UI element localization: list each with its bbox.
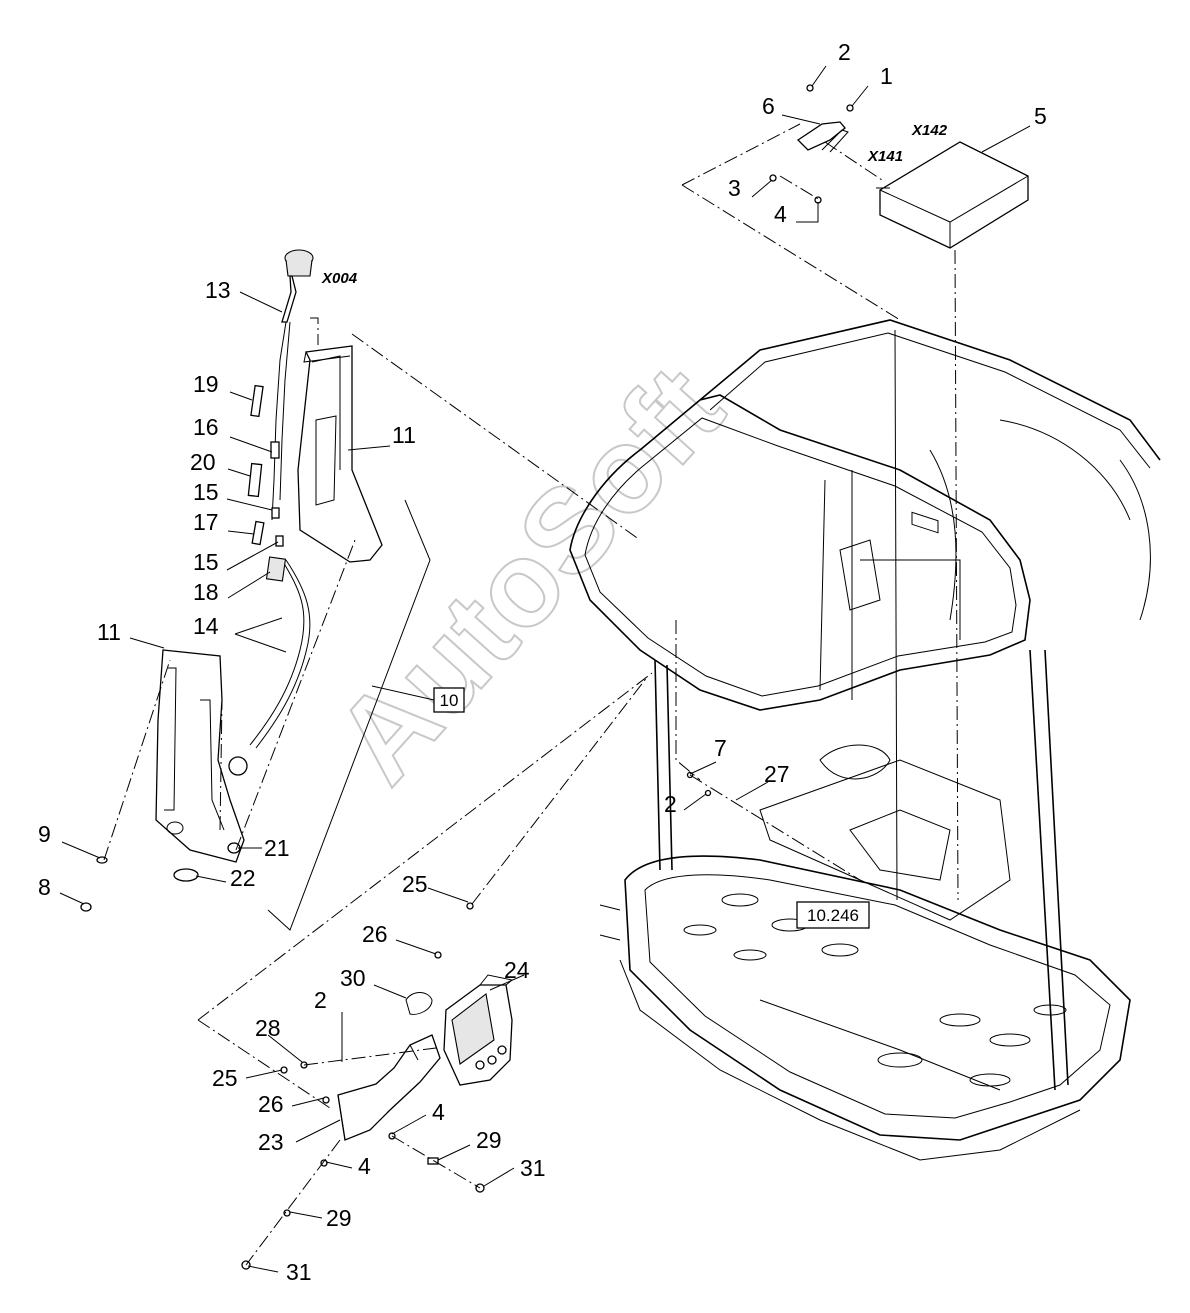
callout-19: 19	[193, 371, 219, 397]
control-unit-module	[879, 141, 1029, 534]
mounting-bracket-6	[796, 121, 849, 153]
callout-3: 3	[728, 175, 741, 201]
callout-4: 4	[432, 1099, 445, 1125]
callout-22: 22	[230, 865, 256, 891]
pillar-trim-11-lower	[155, 649, 245, 863]
grommet-22	[173, 868, 199, 882]
callout-2: 2	[664, 791, 677, 817]
callout-21: 21	[264, 835, 290, 861]
callout-26: 26	[362, 921, 388, 947]
decal-17	[251, 520, 265, 546]
washer-25-upper	[466, 902, 474, 910]
callout-11: 11	[392, 422, 416, 448]
screw-29-mid	[427, 1157, 439, 1165]
callout-29: 29	[476, 1127, 502, 1153]
grommet-18	[265, 556, 287, 582]
callout-20: 20	[190, 449, 216, 475]
callout-15: 15	[193, 549, 219, 575]
callout-25: 25	[402, 871, 428, 897]
callout-2: 2	[314, 987, 327, 1013]
screw-2-mid	[704, 789, 712, 797]
callout-9: 9	[38, 821, 51, 847]
callout-31: 31	[286, 1259, 312, 1285]
decal-20	[247, 462, 263, 498]
callout-26: 26	[258, 1091, 284, 1117]
callout-28: 28	[255, 1015, 281, 1041]
screw-29-low	[283, 1209, 291, 1217]
callout-14: 14	[193, 613, 219, 639]
decal-19	[250, 384, 264, 418]
watermark: AutoSoft	[310, 341, 748, 807]
reference-box-10[interactable]: 10	[433, 687, 465, 713]
nut-4-low	[320, 1159, 328, 1167]
callouts: 2 1 6 5 3 4 13 19 16 20 15 17 15 18 14 1…	[38, 39, 1047, 1285]
display-monitor-24	[443, 974, 514, 1086]
washer-26-upper	[434, 951, 442, 959]
nut-3	[769, 174, 777, 182]
callout-25: 25	[212, 1065, 238, 1091]
pillar-trim-11-upper	[297, 345, 383, 563]
callout-23: 23	[258, 1129, 284, 1155]
screw-8	[80, 902, 92, 912]
callout-30: 30	[340, 965, 366, 991]
callout-17: 17	[193, 509, 219, 535]
callout-13: 13	[205, 277, 231, 303]
callout-7: 7	[714, 735, 727, 761]
callout-31: 31	[520, 1155, 546, 1181]
callout-15: 15	[193, 479, 219, 505]
callout-2: 2	[838, 39, 851, 65]
reference-label-10: 10	[440, 691, 459, 710]
callout-4: 4	[358, 1153, 371, 1179]
screw-2-top	[806, 84, 814, 92]
reference-label-10-246: 10.246	[807, 906, 859, 925]
callout-6: 6	[762, 93, 775, 119]
leader-lines	[59, 65, 1031, 1273]
clip-15b	[275, 535, 284, 547]
callout-4: 4	[774, 201, 787, 227]
washer-1	[846, 104, 854, 112]
callout-18: 18	[193, 579, 219, 605]
callout-11: 11	[97, 619, 121, 645]
gasket-30	[405, 992, 433, 1015]
reference-box-10-246[interactable]: 10.246	[796, 901, 870, 929]
connector-label-x004: X004	[321, 270, 358, 287]
callout-29: 29	[326, 1205, 352, 1231]
assembly-lines	[103, 123, 959, 1266]
callout-1: 1	[880, 63, 893, 89]
connector-label-x141: X141	[867, 148, 903, 165]
switch-16	[270, 441, 280, 459]
group-10-bracket	[267, 499, 431, 931]
callout-16: 16	[193, 414, 219, 440]
callout-8: 8	[38, 874, 51, 900]
cab-frame	[569, 319, 1161, 1161]
callout-27: 27	[764, 761, 790, 787]
connector-label-x142: X142	[911, 122, 948, 139]
callout-24: 24	[504, 957, 530, 983]
callout-5: 5	[1034, 103, 1047, 129]
clip-15a	[271, 507, 280, 519]
harness-connector-x004	[281, 249, 314, 323]
wiring-harness-14	[228, 321, 311, 776]
washer-26-lower	[322, 1096, 330, 1104]
display-bracket-23	[337, 1034, 441, 1141]
